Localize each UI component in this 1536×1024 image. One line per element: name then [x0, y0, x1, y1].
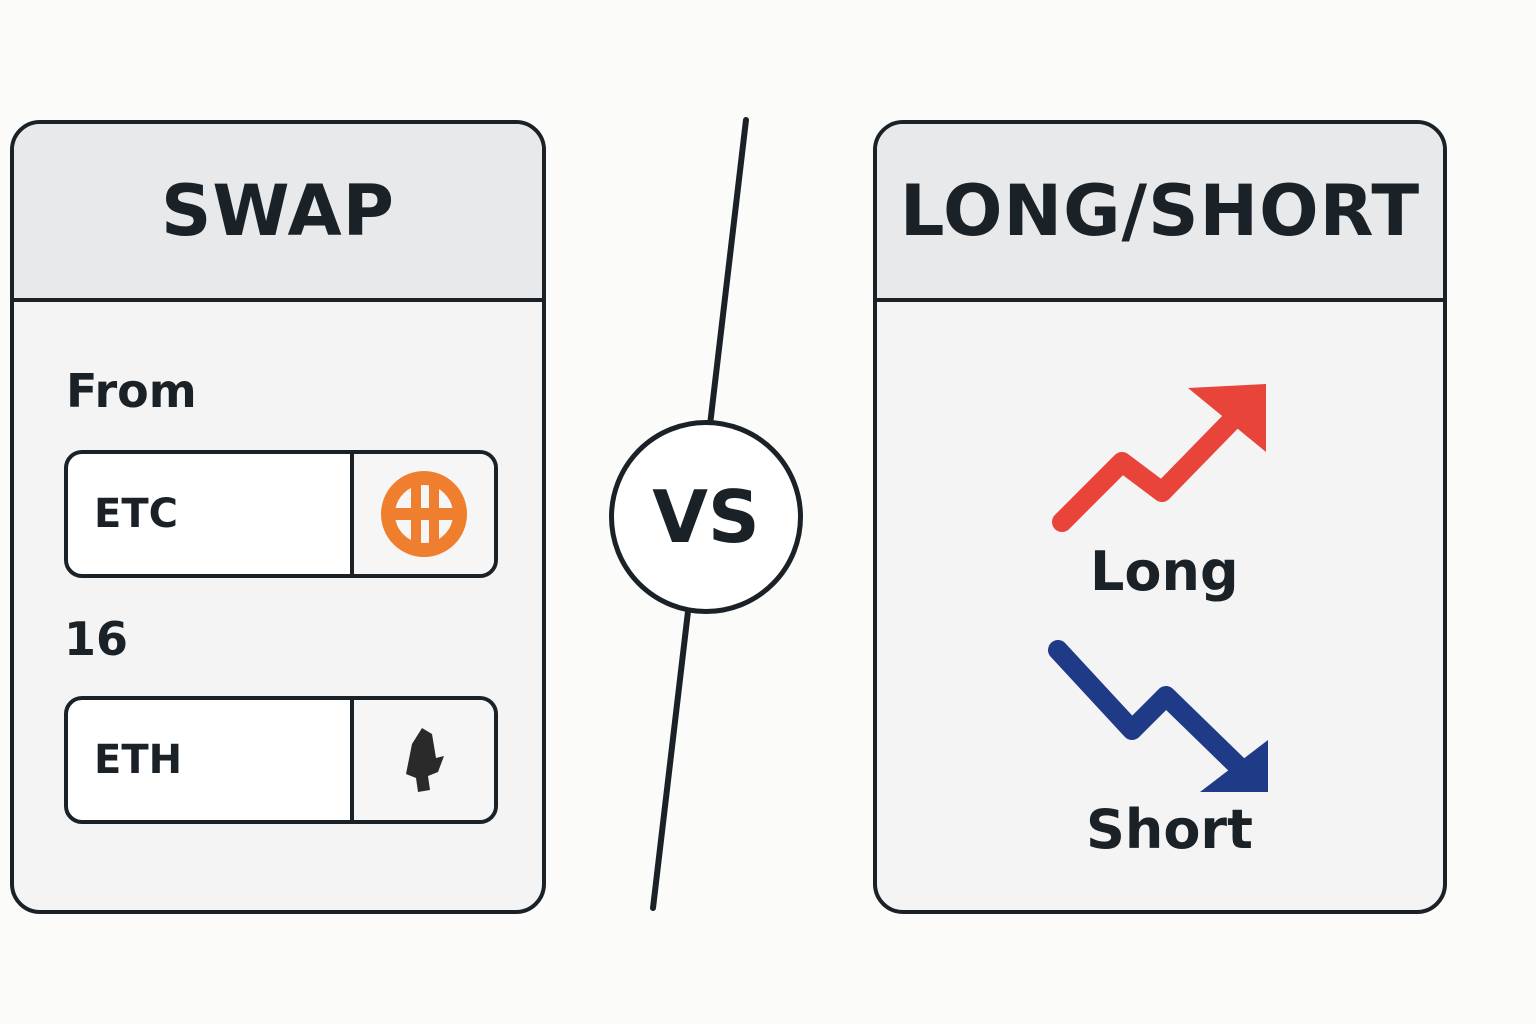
long-label: Long [1090, 540, 1239, 603]
from-token-field[interactable]: ETC [64, 450, 498, 578]
to-token-symbol: ETH [68, 700, 354, 820]
amount-value: 16 [64, 612, 129, 666]
vs-badge: VS [609, 420, 803, 614]
swap-panel: SWAP From ETC 16 ETH [10, 120, 546, 914]
orange-coin-icon[interactable] [354, 454, 494, 574]
trend-down-arrow-icon [1048, 640, 1268, 792]
from-token-symbol: ETC [68, 454, 354, 574]
ethereum-icon[interactable] [354, 700, 494, 820]
swap-title: SWAP [14, 124, 542, 302]
long-short-panel: LONG/SHORT [873, 120, 1447, 914]
short-label: Short [1086, 798, 1253, 861]
trend-up-arrow-icon [1052, 384, 1266, 532]
from-label: From [66, 364, 197, 418]
long-short-title: LONG/SHORT [877, 124, 1443, 302]
to-token-field[interactable]: ETH [64, 696, 498, 824]
